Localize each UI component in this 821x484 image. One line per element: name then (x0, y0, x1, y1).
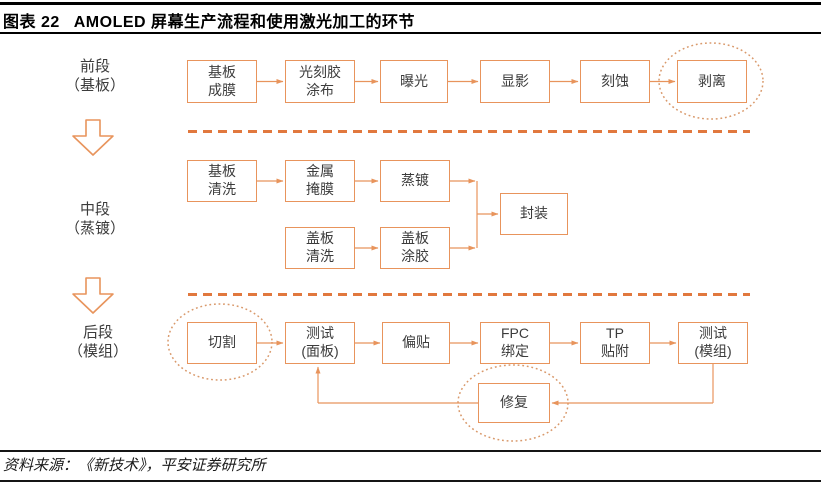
figure-title: 图表 22 AMOLED 屏幕生产流程和使用激光加工的环节 (3, 8, 415, 32)
step-strip: 剥离 (677, 60, 747, 103)
header-rule (0, 32, 821, 34)
stage-label-front: 前段 （基板） (64, 58, 125, 94)
step-cover-glue: 盖板 涂胶 (380, 227, 450, 269)
repair-loop-arrows (315, 364, 714, 406)
step-test-module: 测试 (模组) (678, 322, 748, 364)
step-exposure: 曝光 (380, 60, 448, 103)
stage-label-back: 后段 （模组） (67, 324, 128, 360)
step-develop: 显影 (480, 60, 550, 103)
step-tp-attach: TP 贴附 (580, 322, 650, 364)
laser-circle-boli (658, 42, 764, 120)
flow-arrows-middle (257, 178, 499, 251)
stage-down-arrow-1 (72, 119, 114, 156)
footer-rule (0, 450, 821, 452)
step-etch: 刻蚀 (580, 60, 650, 103)
step-polarizer: 偏贴 (382, 322, 450, 364)
step-repair: 修复 (478, 383, 550, 423)
source-note: 资料来源：《新技术》，平安证券研究所 (3, 458, 266, 474)
step-evaporation: 蒸镀 (380, 160, 450, 202)
figure-number: 图表 22 (3, 14, 60, 31)
stage-label-middle: 中段 （蒸镀） (64, 201, 125, 237)
step-substrate-clean: 基板 清洗 (187, 160, 257, 202)
step-fpc-bonding: FPC 绑定 (480, 322, 550, 364)
laser-circle-qiege (167, 303, 273, 381)
bottom-rule (0, 480, 821, 482)
step-photoresist-coat: 光刻胶 涂布 (285, 60, 355, 103)
step-cutting: 切割 (187, 322, 257, 364)
step-cover-clean: 盖板 清洗 (285, 227, 355, 269)
step-encapsulation: 封装 (500, 193, 568, 235)
stage-down-arrow-2 (72, 277, 114, 314)
top-rule (0, 2, 821, 5)
step-metal-mask: 金属 掩膜 (285, 160, 355, 202)
step-test-panel: 测试 (面板) (285, 322, 355, 364)
step-substrate-film: 基板 成膜 (187, 60, 257, 103)
figure-title-text: AMOLED 屏幕生产流程和使用激光加工的环节 (73, 14, 416, 31)
